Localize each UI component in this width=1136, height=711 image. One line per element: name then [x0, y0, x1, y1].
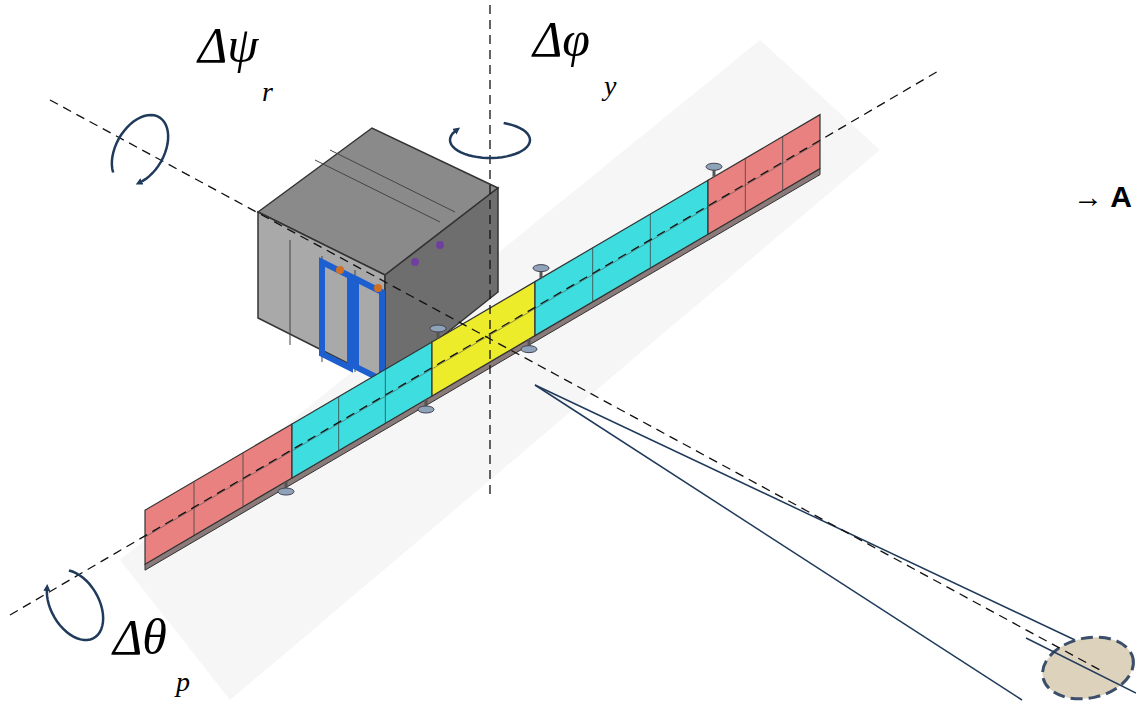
panel-seam [708, 142, 820, 208]
rotation-arrows [47, 115, 530, 640]
body-fitting [436, 241, 444, 249]
body-fitting [374, 284, 382, 292]
hold-down-foot [278, 482, 294, 496]
direction-label: → A [1073, 182, 1132, 212]
panel-seam [145, 451, 292, 537]
beam-edge [535, 385, 1022, 700]
pitch-rotation-arrow [47, 571, 103, 640]
rotation-symbol: Δφ [533, 14, 590, 64]
hold-down-foot [533, 265, 549, 279]
hold-down-foot [430, 325, 446, 339]
array-panel [292, 342, 432, 478]
array-edge [145, 169, 820, 571]
roll-rotation-arrow [112, 115, 168, 183]
panel-seam [432, 309, 535, 369]
rotation-symbol: Δθ [113, 612, 167, 662]
hold-down-foot [418, 400, 434, 414]
backdrop-shade [120, 40, 880, 700]
hold-down-foot [521, 339, 537, 353]
panel-seam [535, 207, 708, 308]
yaw-rotation-arrow [450, 123, 530, 158]
body-side-face [258, 212, 385, 382]
rotation-symbol: Δψ [198, 20, 258, 70]
rotation-subscript: y [604, 72, 616, 100]
array-panel [535, 180, 708, 335]
rotation-subscript: p [176, 668, 190, 696]
hold-down-foot [706, 163, 722, 177]
body-frame [322, 262, 382, 380]
yaw-axis [489, 5, 490, 500]
solar-array [145, 115, 820, 571]
rotation-subscript: r [262, 78, 273, 106]
array-panel [708, 115, 820, 235]
array-panel [432, 282, 535, 396]
beam-edge [1026, 638, 1136, 693]
body-fitting [336, 266, 344, 274]
body-panel-seams [290, 150, 455, 372]
array-panel [145, 424, 292, 564]
beam-edge [535, 385, 1075, 640]
body-fitting [411, 258, 419, 266]
panel-seam [292, 369, 432, 451]
roll-axis [50, 100, 1100, 670]
pitch-axis [10, 70, 940, 615]
